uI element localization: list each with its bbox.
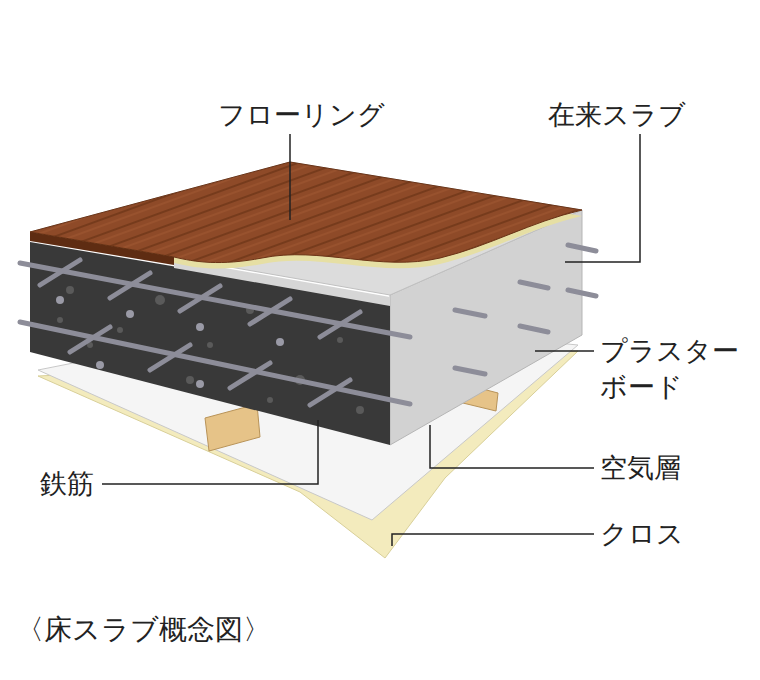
rebar-ends (56, 296, 284, 388)
flooring-edge (30, 232, 174, 265)
part-label: 在来スラブ (548, 97, 686, 133)
concrete-texture (57, 286, 364, 414)
wood-batten (205, 404, 260, 451)
figure-caption: 〈床スラブ概念図〉 (16, 612, 271, 648)
slab-top (30, 162, 582, 295)
part-label: クロス (600, 516, 684, 552)
part-label: フローリング (218, 97, 385, 133)
part-label: 鉄筋 (40, 466, 94, 502)
rebar (20, 245, 596, 405)
leader-lines (102, 134, 640, 546)
part-label: プラスター ボード (600, 333, 750, 405)
part-label: 空気層 (600, 450, 681, 486)
